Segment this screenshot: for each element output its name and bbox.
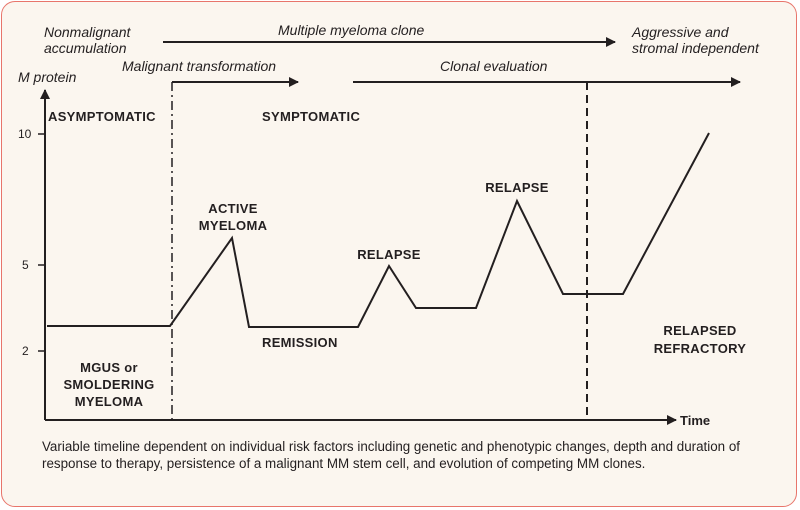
asymptomatic-label: ASYMPTOMATIC	[48, 109, 156, 124]
malignant-transformation-label: Malignant transformation	[122, 58, 276, 74]
aggressive-label-line1: Aggressive and	[631, 24, 730, 40]
y-tick-label-5: 5	[22, 258, 29, 272]
aggressive-label-line2: stromal independent	[632, 40, 760, 56]
m-protein-course-line	[47, 132, 710, 328]
relapse-label-2: RELAPSE	[485, 180, 549, 195]
nonmalignant-label-line1: Nonmalignant	[44, 24, 131, 40]
multiple-myeloma-clone-label: Multiple myeloma clone	[278, 22, 424, 38]
remission-label: REMISSION	[262, 335, 338, 350]
symptomatic-label: SYMPTOMATIC	[262, 109, 360, 124]
relapsed-refractory-label-line2: REFRACTORY	[654, 341, 747, 356]
y-tick-label-10: 10	[18, 127, 32, 141]
active-myeloma-label-line2: MYELOMA	[199, 218, 268, 233]
mgus-label-line1: MGUS or	[80, 360, 138, 375]
x-axis-label: Time	[680, 413, 710, 428]
mgus-label-line2: SMOLDERING	[63, 377, 154, 392]
y-axis-label: M protein	[18, 69, 77, 85]
clonal-evaluation-label: Clonal evaluation	[440, 58, 548, 74]
relapsed-refractory-label-line1: RELAPSED	[663, 323, 736, 338]
y-tick-label-2: 2	[22, 344, 29, 358]
mgus-label-line3: MYELOMA	[75, 394, 144, 409]
figure-caption: Variable timeline dependent on individua…	[42, 439, 741, 471]
nonmalignant-label-line2: accumulation	[44, 40, 127, 56]
relapse-label-1: RELAPSE	[357, 247, 421, 262]
active-myeloma-label-line1: ACTIVE	[208, 201, 257, 216]
